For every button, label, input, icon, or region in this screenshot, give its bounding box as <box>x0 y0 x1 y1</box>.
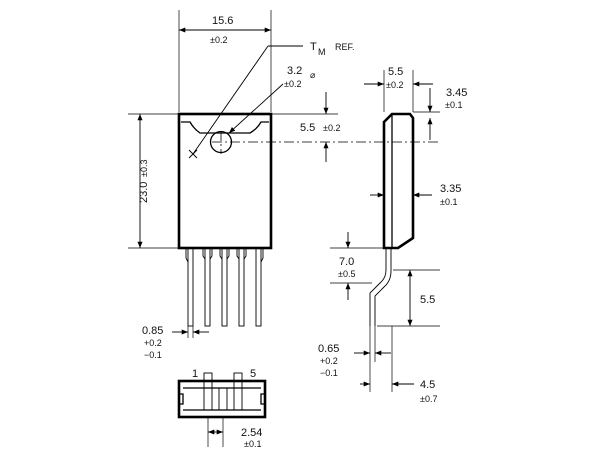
side-lead <box>369 248 387 326</box>
dim-hole-symbol: ⌀ <box>310 70 316 80</box>
pin-label-first: 1 <box>192 368 198 380</box>
dim-lead-bend-value: 7.0 <box>339 256 354 268</box>
dim-height-total-tol: ±0.3 <box>139 160 149 177</box>
pin-label-last: 5 <box>250 368 256 380</box>
dim-hole-value: 3.2 <box>287 65 302 77</box>
dim-hole-offset-value: 5.5 <box>300 122 315 134</box>
tm-ref-sub: M <box>318 47 326 57</box>
dim-width-total-value: 15.6 <box>212 15 233 27</box>
side-view <box>330 70 440 392</box>
dim-pitch-value: 2.54 <box>241 427 262 439</box>
leads <box>185 247 264 327</box>
dim-lead-thick-tol-minus: −0.1 <box>320 368 338 378</box>
tab-profile <box>181 121 269 134</box>
dim-side-width-value: 5.5 <box>388 66 403 78</box>
dim-tab-top-value: 3.45 <box>446 87 467 99</box>
lead-1 <box>187 247 194 327</box>
lead-4 <box>238 247 245 327</box>
tm-ref-prefix: T <box>310 41 317 53</box>
dim-lead-width-tol-minus: −0.1 <box>144 350 162 360</box>
labels: 15.6 ±0.2 23.0 ±0.3 T M REF. 3.2 ⌀ ±0.2 … <box>138 15 467 449</box>
lead-3 <box>221 247 228 327</box>
dim-tab-mid-value: 3.35 <box>440 183 461 195</box>
dim-lead-bend-tol: ±0.5 <box>338 269 355 279</box>
dim-lead-offset-tol: ±0.7 <box>420 394 437 404</box>
dim-side-width-tol: ±0.2 <box>386 80 403 90</box>
dim-hole-tol: ±0.2 <box>284 79 301 89</box>
dim-lead-thick-tol-plus: +0.2 <box>320 356 338 366</box>
bottom-body <box>177 379 267 419</box>
dim-pitch-tol: ±0.1 <box>244 439 261 449</box>
dim-lead-offset-value: 4.5 <box>420 379 435 391</box>
dim-width-total-tol: ±0.2 <box>210 35 227 45</box>
dim-lead-width-tol-plus: +0.2 <box>144 338 162 348</box>
dim-tab-top-tol: ±0.1 <box>445 100 462 110</box>
lead-5 <box>255 247 262 327</box>
side-body <box>382 112 415 250</box>
dim-tab-mid-tol: ±0.1 <box>440 197 457 207</box>
tm-ref-suffix: REF. <box>335 42 355 52</box>
lead-2 <box>204 247 211 327</box>
package-body <box>177 112 273 250</box>
dim-lead-width-value: 0.85 <box>142 325 163 337</box>
front-view <box>128 10 440 338</box>
dim-lead-thick-value: 0.65 <box>318 343 339 355</box>
dim-lead-length-value: 5.5 <box>420 294 435 306</box>
bottom-view <box>177 372 267 447</box>
dim-hole-offset-tol: ±0.2 <box>323 123 340 133</box>
dim-height-total-value: 23.0 <box>138 182 150 203</box>
